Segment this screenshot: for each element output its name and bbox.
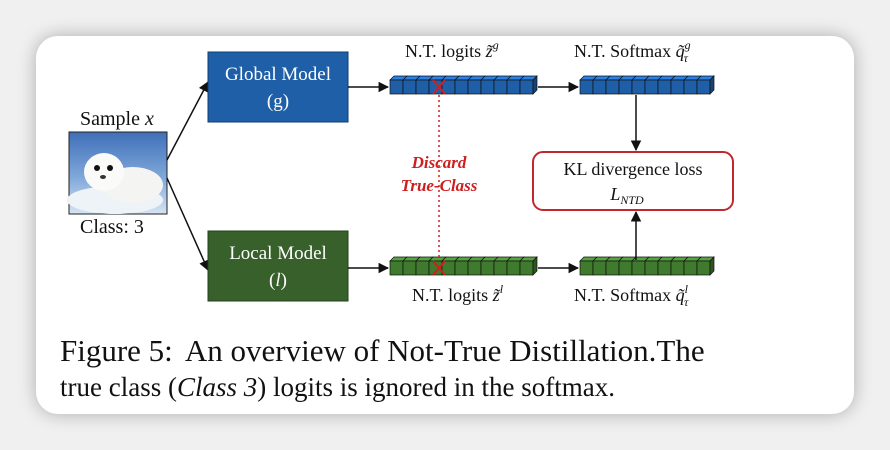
vector-cell — [506, 260, 521, 276]
vector-cell — [683, 260, 698, 276]
caption-text-1: An overview of Not-True Distillation.The — [184, 333, 705, 368]
vector-cell — [480, 79, 495, 95]
caption-text-2a: true class ( — [60, 372, 177, 402]
vector-side — [532, 256, 538, 276]
vector-cell — [631, 79, 646, 95]
vector-cell — [402, 260, 417, 276]
vector-cell — [631, 260, 646, 276]
global-logits-label: N.T. logits z̃g — [405, 38, 499, 61]
vector-cell — [605, 79, 620, 95]
vector-side — [532, 75, 538, 95]
local-model-symbol: (l) — [269, 270, 287, 291]
local-model-box — [207, 230, 349, 302]
sample-image — [67, 131, 168, 215]
class-label: Class: 3 — [80, 216, 144, 238]
caption-text-2b: ) logits is ignored in the softmax. — [257, 372, 615, 402]
caption-emphasis: Class 3 — [176, 372, 258, 402]
local-logits-label: N.T. logits z̃l — [412, 282, 504, 305]
vector-cell — [389, 79, 404, 95]
figure-label: Figure 5: — [60, 333, 173, 368]
global-model-box — [207, 51, 349, 123]
kl-loss-symbol: LNTD — [609, 184, 644, 207]
caption-line-2: true class (Class 3) logits is ignored i… — [60, 369, 840, 406]
vector-cell — [696, 260, 711, 276]
vector-cell — [618, 260, 633, 276]
arrow-sample-to-global — [166, 81, 209, 161]
vector-cell — [389, 260, 404, 276]
global-softmax-vector — [579, 75, 715, 95]
arrow-sample-to-local — [166, 177, 209, 271]
vector-cell — [480, 260, 495, 276]
global-model-title: Global Model — [225, 64, 331, 85]
vector-cell — [467, 79, 482, 95]
vector-cell — [644, 79, 659, 95]
figure-card — [36, 36, 854, 414]
local-model-title: Local Model — [229, 243, 327, 264]
vector-cell — [657, 260, 672, 276]
vector-cell — [467, 260, 482, 276]
vector-cell — [506, 79, 521, 95]
local-softmax-vector — [579, 256, 715, 276]
discard-label: Discard — [411, 153, 467, 172]
vector-side — [709, 75, 715, 95]
caption-line-1: Figure 5: An overview of Not-True Distil… — [60, 332, 840, 369]
global-true-class-cross-icon — [432, 79, 446, 95]
vector-cell — [519, 79, 534, 95]
vector-cell — [683, 79, 698, 95]
true-class-label: True-Class — [401, 176, 478, 195]
vector-cell — [592, 79, 607, 95]
vector-side — [709, 256, 715, 276]
vector-cell — [605, 260, 620, 276]
vector-cell — [415, 79, 430, 95]
vector-cell — [493, 79, 508, 95]
local-logits-vector — [389, 256, 538, 276]
vector-cell — [657, 79, 672, 95]
vector-cell — [454, 79, 469, 95]
vector-cell — [415, 260, 430, 276]
kl-loss-box — [532, 151, 734, 211]
vector-cell — [592, 260, 607, 276]
global-logits-vector — [389, 75, 538, 95]
vector-cell — [454, 260, 469, 276]
vector-cell — [670, 79, 685, 95]
figure-caption: Figure 5: An overview of Not-True Distil… — [60, 332, 840, 406]
vector-cell — [519, 260, 534, 276]
vector-cell — [402, 79, 417, 95]
vector-cell — [644, 260, 659, 276]
vector-cell — [696, 79, 711, 95]
global-model-symbol: (g) — [267, 91, 289, 112]
vector-cell — [579, 79, 594, 95]
vector-cell — [670, 260, 685, 276]
local-true-class-cross-icon — [432, 260, 446, 276]
sample-label: Sample x — [80, 108, 154, 130]
vector-cell — [579, 260, 594, 276]
vector-cell — [493, 260, 508, 276]
vector-cell — [618, 79, 633, 95]
kl-loss-title: KL divergence loss — [564, 159, 703, 179]
